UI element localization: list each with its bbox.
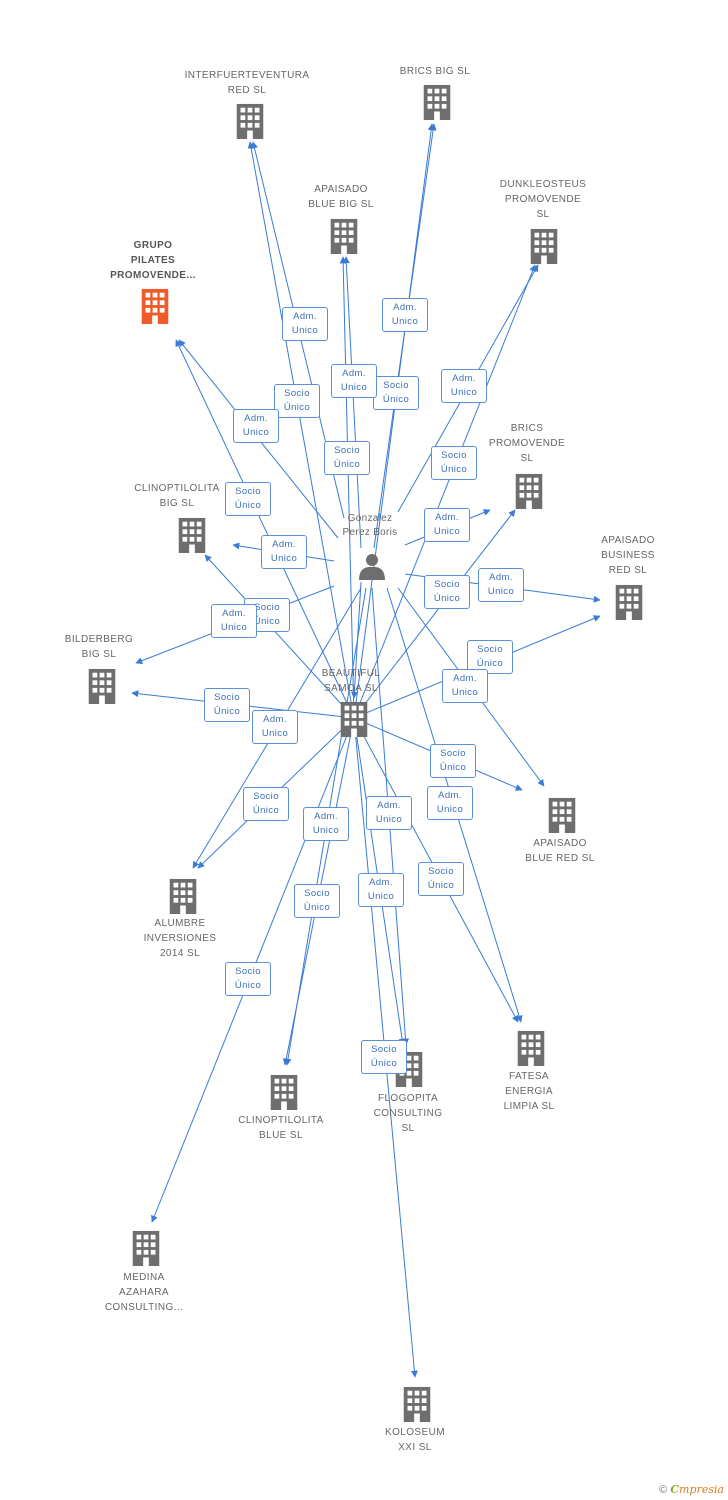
- building-icon-koloseum[interactable]: [403, 1386, 431, 1422]
- edge-label-gonzalez-clinoptilolita_blue[interactable]: Adm. Unico: [366, 796, 412, 830]
- node-label-beautiful_samoa[interactable]: BEAUTIFUL SAMOA SL: [321, 668, 381, 694]
- node-label-bilderberg[interactable]: BILDERBERG BIG SL: [64, 634, 134, 660]
- building-icon-apaisado_blue_red[interactable]: [548, 797, 576, 833]
- edge-label-beautiful_samoa-brics_big[interactable]: Socio Único: [373, 376, 419, 410]
- building-icon-grupo_pilates[interactable]: [141, 288, 169, 324]
- node-label-brics_big[interactable]: BRICS BIG SL: [399, 66, 471, 77]
- node-label-koloseum[interactable]: KOLOSEUM XXI SL: [385, 1427, 445, 1453]
- building-icon-clinoptilolita_blue[interactable]: [270, 1074, 298, 1110]
- edge-label-beautiful_samoa-clinoptilolita_blue[interactable]: Socio Único: [294, 884, 340, 918]
- node-label-medina_azahara[interactable]: MEDINA AZAHARA CONSULTING...: [104, 1272, 184, 1313]
- node-label-interfuerteventura[interactable]: INTERFUERTEVENTURA RED SL: [184, 70, 310, 96]
- edge-beautiful_samoa-apaisado_blue_big: [339, 256, 355, 719]
- edge-label-gonzalez-brics_big[interactable]: Adm. Unico: [382, 298, 428, 332]
- node-label-grupo_pilates[interactable]: GRUPO PILATES PROMOVENDE...: [110, 240, 196, 281]
- edge-label-beautiful_samoa-apaisado_business[interactable]: Socio Único: [467, 640, 513, 674]
- building-icon-brics_big[interactable]: [423, 84, 451, 120]
- edge-beautiful_samoa-brics_big: [353, 123, 435, 719]
- edge-beautiful_samoa-clinoptilolita_big: [204, 554, 355, 719]
- edge-label-gonzalez-interfuerteventura[interactable]: Adm. Unico: [282, 307, 328, 341]
- edge-label-beautiful_samoa-brics_promovende[interactable]: Socio Único: [424, 575, 470, 609]
- building-icon-apaisado_business[interactable]: [615, 584, 643, 620]
- node-label-apaisado_business[interactable]: APAISADO BUSINESS RED SL: [601, 535, 655, 576]
- building-icon-interfuerteventura[interactable]: [236, 103, 264, 139]
- edge-label-beautiful_samoa-dunkleosteus[interactable]: Socio Único: [431, 446, 477, 480]
- building-icon-apaisado_blue_big[interactable]: [330, 218, 358, 254]
- building-icon-fatesa[interactable]: [517, 1030, 545, 1066]
- edge-label-beautiful_samoa-grupo_pilates[interactable]: Socio Único: [225, 482, 271, 516]
- node-label-apaisado_blue_big[interactable]: APAISADO BLUE BIG SL: [308, 184, 374, 210]
- edge-label-beautiful_samoa-apaisado_blue_red[interactable]: Socio Único: [430, 744, 476, 778]
- edge-label-beautiful_samoa-alumbre[interactable]: Socio Único: [243, 787, 289, 821]
- edge-label-beautiful_samoa-koloseum[interactable]: Socio Único: [361, 1040, 407, 1074]
- edge-label-gonzalez-fatesa[interactable]: Adm. Unico: [427, 786, 473, 820]
- person-label[interactable]: Gonzalez Perez Boris: [342, 513, 398, 538]
- edge-beautiful_samoa-brics_promovende: [353, 509, 516, 719]
- node-label-brics_promovende[interactable]: BRICS PROMOVENDE SL: [488, 423, 566, 464]
- edge-label-gonzalez-beautiful_samoa[interactable]: Adm. Unico: [252, 710, 298, 744]
- edge-label-gonzalez-clinoptilolita_big[interactable]: Adm. Unico: [261, 535, 307, 569]
- edge-beautiful_samoa-grupo_pilates: [175, 339, 355, 719]
- building-icon-brics_promovende[interactable]: [515, 473, 543, 509]
- node-label-dunkleosteus[interactable]: DUNKLEOSTEUS PROMOVENDE SL: [499, 179, 587, 220]
- edge-label-beautiful_samoa-interfuerteventura[interactable]: Socio Único: [274, 384, 320, 418]
- building-icon-medina_azahara[interactable]: [132, 1230, 160, 1266]
- node-label-flogopita[interactable]: FLOGOPITA CONSULTING SL: [373, 1093, 443, 1134]
- node-label-apaisado_blue_red[interactable]: APAISADO BLUE RED SL: [525, 838, 595, 864]
- node-label-clinoptilolita_big[interactable]: CLINOPTILOLITA BIG SL: [134, 483, 220, 509]
- edge-label-gonzalez-dunkleosteus[interactable]: Adm. Unico: [441, 369, 487, 403]
- building-icon-beautiful_samoa[interactable]: [340, 701, 368, 737]
- building-icon-clinoptilolita_big[interactable]: [178, 517, 206, 553]
- edge-label-beautiful_samoa-apaisado_blue_big[interactable]: Socio Único: [324, 441, 370, 475]
- edge-label-beautiful_samoa-bilderberg[interactable]: Socio Único: [204, 688, 250, 722]
- brand-logo: Cmpresia: [670, 1483, 724, 1496]
- edge-beautiful_samoa-dunkleosteus: [353, 264, 536, 719]
- edge-label-gonzalez-apaisado_business[interactable]: Adm. Unico: [478, 568, 524, 602]
- edge-label-gonzalez-brics_promovende[interactable]: Adm. Unico: [424, 508, 470, 542]
- building-icon-alumbre[interactable]: [169, 878, 197, 914]
- node-label-clinoptilolita_blue[interactable]: CLINOPTILOLITA BLUE SL: [238, 1115, 324, 1141]
- node-label-alumbre[interactable]: ALUMBRE INVERSIONES 2014 SL: [143, 918, 217, 959]
- copyright: © Cmpresia: [659, 1483, 724, 1496]
- edge-label-gonzalez-bilderberg[interactable]: Adm. Unico: [211, 604, 257, 638]
- building-icon-dunkleosteus[interactable]: [530, 228, 558, 264]
- edge-label-gonzalez-grupo_pilates[interactable]: Adm. Unico: [233, 409, 279, 443]
- edge-beautiful_samoa-interfuerteventura: [247, 141, 355, 719]
- building-icon-bilderberg[interactable]: [88, 668, 116, 704]
- person-icon[interactable]: [359, 554, 385, 580]
- edge-label-gonzalez-apaisado_blue_big[interactable]: Adm. Unico: [331, 364, 377, 398]
- copyright-symbol: ©: [659, 1484, 668, 1496]
- edge-label-gonzalez-flogopita[interactable]: Adm. Unico: [358, 873, 404, 907]
- edge-label-beautiful_samoa-fatesa[interactable]: Socio Único: [418, 862, 464, 896]
- edge-gonzalez-apaisado_blue_big: [342, 256, 362, 549]
- edge-label-gonzalez-alumbre[interactable]: Adm. Unico: [303, 807, 349, 841]
- edge-label-gonzalez-apaisado_blue_red[interactable]: Adm. Unico: [442, 669, 488, 703]
- edge-label-beautiful_samoa-medina_azahara[interactable]: Socio Único: [225, 962, 271, 996]
- node-label-fatesa[interactable]: FATESA ENERGIA LIMPIA SL: [503, 1071, 555, 1112]
